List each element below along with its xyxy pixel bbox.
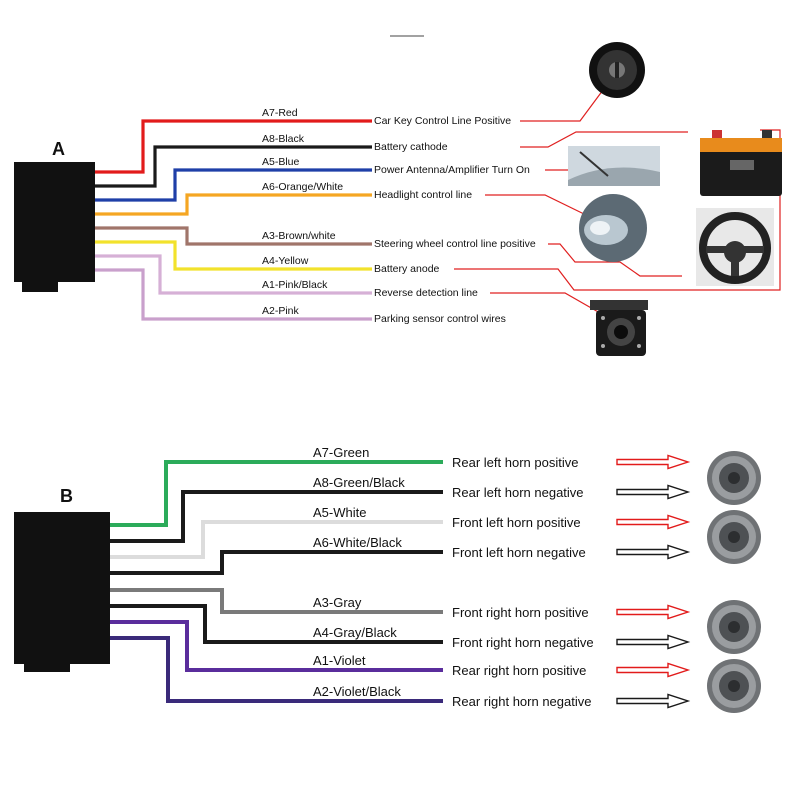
wire-b-function: Front left horn positive: [452, 515, 581, 530]
wire-b-label: A7-Green: [313, 445, 369, 460]
speakers: [707, 451, 761, 713]
car-battery-icon: [700, 130, 782, 196]
negative-arrow-icon: [616, 634, 691, 650]
connector-line: [520, 131, 688, 148]
speaker-icon: [707, 600, 761, 654]
connector-line: [548, 243, 682, 277]
wire-a-a1: [95, 254, 372, 295]
wire-a-a5: [95, 168, 372, 202]
wire-b-function: Rear right horn positive: [452, 663, 586, 678]
wire-a-label: A6-Orange/White: [262, 181, 343, 193]
connector-line: [485, 194, 585, 215]
connector-a-title: A: [52, 139, 65, 159]
wire-b-a2: [110, 636, 443, 703]
wire-b-label: A5-White: [313, 505, 366, 520]
wire-a-label: A7-Red: [262, 107, 298, 119]
wire-a-function: Steering wheel control line positive: [374, 238, 536, 250]
wire-b-function: Rear left horn negative: [452, 485, 584, 500]
positive-arrow-icon: [616, 454, 691, 470]
wire-a-a2: [95, 268, 372, 321]
negative-arrow-icon: [616, 693, 691, 709]
power-antenna-icon: [568, 146, 660, 186]
wire-a-label: A3-Brown/white: [262, 230, 336, 242]
wire-b-label: A3-Gray: [313, 595, 362, 610]
wire-a-a3: [95, 226, 372, 246]
wire-b-a6: [110, 550, 443, 575]
wire-a-label: A4-Yellow: [262, 255, 309, 267]
wire-b-a8: [110, 490, 443, 543]
wire-a-function: Car Key Control Line Positive: [374, 115, 511, 127]
ignition-key-icon: [589, 42, 645, 98]
wire-b-function: Front right horn positive: [452, 605, 589, 620]
wire-b-label: A2-Violet/Black: [313, 684, 401, 699]
wire-b-label: A1-Violet: [313, 653, 366, 668]
wire-a-function: Battery cathode: [374, 141, 448, 153]
wire-a-a4: [95, 240, 372, 271]
headlight-icon: [579, 194, 647, 262]
wire-a-function: Headlight control line: [374, 189, 472, 201]
positive-arrow-icon: [616, 514, 691, 530]
wire-b-label: A6-White/Black: [313, 535, 402, 550]
connector-line: [520, 89, 604, 122]
wire-b-a5: [110, 520, 443, 559]
wire-a-function: Reverse detection line: [374, 287, 478, 299]
speaker-icon: [707, 451, 761, 505]
wire-a-function: Power Antenna/Amplifier Turn On: [374, 164, 530, 176]
speaker-icon: [707, 659, 761, 713]
connector-b-plug: [14, 512, 110, 672]
wire-b-a1: [110, 620, 443, 672]
wire-b-a7: [110, 460, 443, 527]
wire-b-function: Rear right horn negative: [452, 694, 591, 709]
positive-arrow-icon: [616, 604, 691, 620]
wire-a-a8: [95, 145, 372, 188]
wire-a-label: A1-Pink/Black: [262, 279, 328, 291]
connector-line: [454, 129, 781, 291]
positive-arrow-icon: [616, 662, 691, 678]
steering-wheel-icon: [696, 208, 774, 286]
connector-b-title: B: [60, 486, 73, 506]
wire-a-label: A8-Black: [262, 133, 305, 145]
wire-b-label: A8-Green/Black: [313, 475, 405, 490]
wire-b-function: Rear left horn positive: [452, 455, 578, 470]
speaker-icon: [707, 510, 761, 564]
reverse-camera-icon: [590, 300, 648, 356]
connector-line: [490, 292, 601, 314]
wire-b-function: Front left horn negative: [452, 545, 586, 560]
negative-arrow-icon: [616, 544, 691, 560]
wire-b-label: A4-Gray/Black: [313, 625, 397, 640]
connector-a-plug: [14, 162, 95, 292]
wire-a-label: A2-Pink: [262, 305, 300, 317]
negative-arrow-icon: [616, 484, 691, 500]
wire-b-a4: [110, 604, 443, 644]
wire-a-a6: [95, 193, 372, 216]
wire-a-function: Parking sensor control wires: [374, 313, 506, 325]
wire-a-function: Battery anode: [374, 263, 440, 275]
wire-b-a3: [110, 588, 443, 614]
wire-a-a7: [95, 119, 372, 174]
wire-b-function: Front right horn negative: [452, 635, 594, 650]
wire-a-label: A5-Blue: [262, 156, 300, 168]
